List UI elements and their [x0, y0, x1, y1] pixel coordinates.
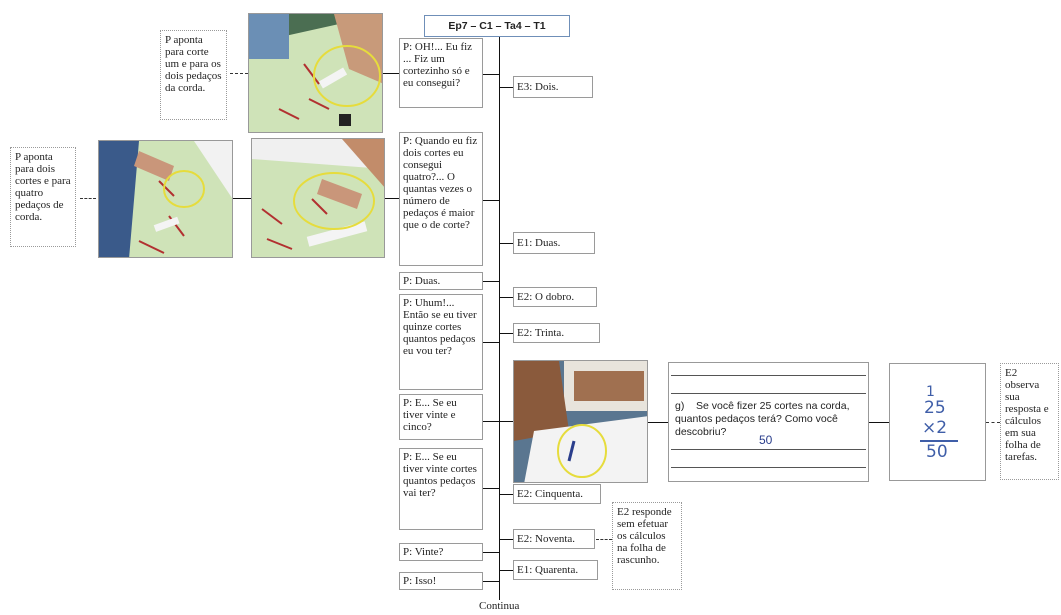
connector-photo2-photo3: [233, 198, 251, 199]
note-e2-answers: E2 responde sem efetuar os cálculos na f…: [612, 502, 682, 590]
worksheet-rule: [671, 467, 866, 468]
classroom-photo-one-cut: [248, 13, 383, 133]
dash-note-e2-observes: [986, 422, 1000, 423]
connector-photo1: [383, 73, 399, 74]
note-e2-observes: E2 observa sua resposta e cálculos em su…: [1000, 363, 1059, 480]
worksheet-question-g: g) Se você fizer 25 cortes na corda, qua…: [668, 362, 869, 482]
worksheet-question-text: g) Se você fizer 25 cortes na corda, qua…: [675, 400, 871, 439]
worksheet-rule: [671, 449, 866, 450]
p-utterance-5: P: E... Se eu tiver vinte e cinco?: [399, 394, 483, 440]
classroom-photo-student-writing: [513, 360, 648, 483]
worksheet-rule: [671, 393, 866, 394]
calc-operator: ×2: [922, 418, 948, 438]
handwritten-calculation: 1 25 ×2 50: [889, 363, 986, 481]
worksheet-item-letter: g): [675, 400, 685, 412]
p-utterance-2: P: Quando eu fiz dois cortes eu consegui…: [399, 132, 483, 266]
worksheet-question: Se você fizer 25 cortes na corda, quanto…: [675, 400, 850, 438]
continua-label: Continua: [479, 600, 520, 612]
episode-title: Ep7 – C1 – Ta4 – T1: [424, 15, 570, 37]
worksheet-answer: 50: [759, 433, 773, 447]
dash-note-top: [230, 73, 248, 74]
connector-p4: [483, 342, 499, 343]
connector-p8: [483, 581, 499, 582]
classroom-photo-two-cuts-b: [251, 138, 385, 258]
connector-sheet-calc: [869, 422, 889, 423]
calc-result: 50: [926, 442, 948, 462]
connector-photo3: [385, 198, 399, 199]
connector-photo4: [499, 421, 513, 422]
timeline-axis: [499, 37, 500, 600]
connector-e2: [499, 243, 513, 244]
connector-e6: [499, 539, 513, 540]
calc-top-number: 25: [924, 398, 946, 418]
student-utterance-2: E1: Duas.: [513, 232, 595, 254]
classroom-photo-two-cuts-a: [98, 140, 233, 258]
dash-note-mid: [80, 198, 96, 199]
connector-p6: [483, 488, 499, 489]
note-points-two-cuts: P aponta para dois cortes e para quatro …: [10, 147, 76, 247]
connector-p3: [483, 281, 499, 282]
dash-note-e2-answer: [596, 539, 612, 540]
connector-p7: [483, 552, 499, 553]
connector-e3: [499, 297, 513, 298]
student-utterance-1: E3: Dois.: [513, 76, 593, 98]
p-utterance-7: P: Vinte?: [399, 543, 483, 561]
student-utterance-4: E2: Trinta.: [513, 323, 600, 343]
p-utterance-8: P: Isso!: [399, 572, 483, 590]
calc-carry: 1: [926, 384, 935, 400]
student-utterance-7: E1: Quarenta.: [513, 560, 598, 580]
p-utterance-3: P: Duas.: [399, 272, 483, 290]
connector-e4: [499, 333, 513, 334]
calc-line: [920, 440, 958, 442]
p-utterance-4: P: Uhum!... Então se eu tiver quinze cor…: [399, 294, 483, 390]
p-utterance-1: P: OH!... Eu fiz ... Fiz um cortezinho s…: [399, 38, 483, 108]
connector-e7: [499, 570, 513, 571]
note-points-one-cut: P aponta para corte um e para os dois pe…: [160, 30, 227, 120]
student-utterance-3: E2: O dobro.: [513, 287, 597, 307]
connector-p2: [483, 200, 499, 201]
connector-p5: [483, 421, 499, 422]
student-utterance-6: E2: Noventa.: [513, 529, 595, 549]
connector-e1: [499, 87, 513, 88]
student-utterance-5: E2: Cinquenta.: [513, 484, 601, 504]
p-utterance-6: P: E... Se eu tiver vinte cortes quantos…: [399, 448, 483, 530]
connector-p1: [483, 74, 499, 75]
connector-e5: [499, 494, 513, 495]
connector-photo4-sheet: [648, 422, 668, 423]
worksheet-rule: [671, 375, 866, 376]
